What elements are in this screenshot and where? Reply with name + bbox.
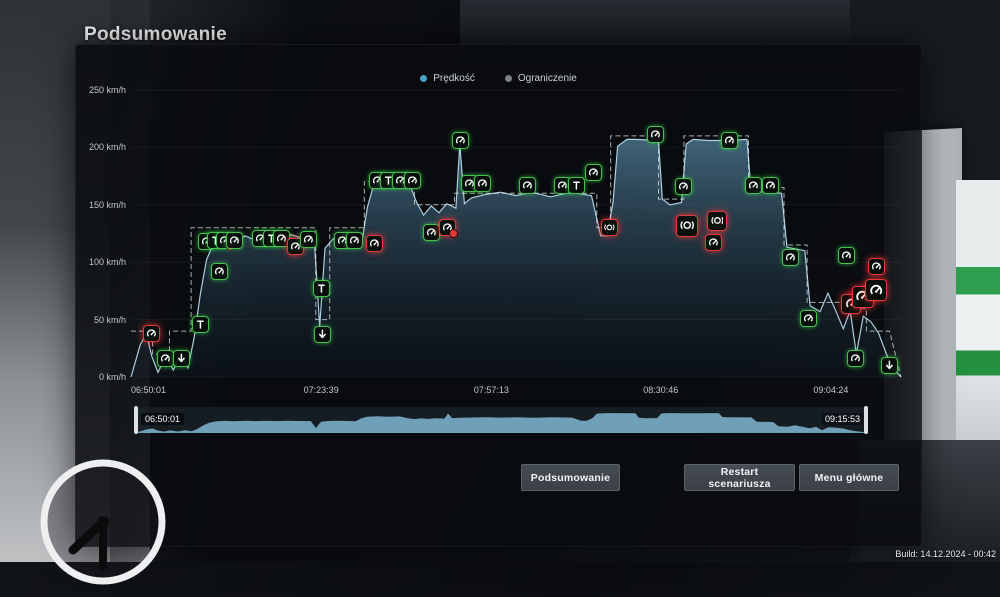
red-brake-marker-icon [601,219,619,237]
x-axis-label: 07:23:39 [303,385,339,395]
timeline-handle-left[interactable] [134,406,138,434]
green-gauge-marker-icon [473,174,491,192]
alert-badge-icon [449,229,458,239]
x-axis-label: 07:57:13 [473,385,509,395]
green-signal-marker-icon [312,280,330,298]
y-axis-label: 0 km/h [98,372,126,382]
green-arrow-marker-icon [314,326,332,343]
green-gauge-marker-icon [211,262,229,280]
legend-item-speed[interactable]: Prędkość [420,73,475,84]
clock-icon [33,452,173,592]
green-gauge-marker-icon [744,176,762,194]
green-gauge-marker-icon [422,223,440,241]
speed-legend-label: Prędkość [433,73,475,84]
green-gauge-marker-icon [761,176,779,194]
green-gauge-marker-icon [403,172,421,190]
restart-scenario-button[interactable]: Restart scenariusza [684,464,795,491]
green-gauge-marker-icon [157,350,175,368]
green-gauge-marker-icon [584,164,602,182]
green-gauge-marker-icon [720,132,738,149]
summary-panel: Prędkość Ograniczenie 250 km/h 200 km/h 15… [75,44,922,547]
build-version-label: Build: 14.12.2024 - 00:42 [895,549,996,559]
green-gauge-marker-icon [847,350,865,368]
red-gauge-marker-icon [439,219,458,239]
green-gauge-marker-icon [646,126,664,144]
green-gauge-marker-icon [675,177,693,195]
green-gauge-marker-icon [299,230,317,248]
speed-chart: 250 km/h 200 km/h 150 km/h 100 km/h 50 km/h 0… [76,45,921,405]
green-arrow-marker-icon [173,350,191,368]
y-axis-label: 250 km/h [88,85,126,95]
red-gauge-marker-icon [142,324,160,342]
red-brake-marker-icon [675,214,698,237]
red-gauge-marker-icon [705,234,723,252]
timeline-start-label: 06:50:01 [141,413,185,425]
green-arrow-marker-icon [881,357,898,374]
legend-item-limit[interactable]: Ograniczenie [504,73,577,84]
x-axis-label: 09:04:24 [813,385,849,395]
green-gauge-marker-icon [837,246,855,264]
page-title: Podsumowanie [84,24,227,45]
timeline-end-label: 09:15:53 [821,413,863,425]
red-brake-marker-icon [707,210,727,231]
green-signal-marker-icon [567,176,585,194]
main-menu-button[interactable]: Menu główne [799,464,899,491]
green-gauge-marker-icon [345,231,363,249]
green-gauge-marker-icon [225,231,243,249]
x-axis-label: 08:30:46 [643,385,679,395]
y-axis-label: 100 km/h [88,257,126,268]
green-gauge-marker-icon [782,249,800,267]
y-axis-label: 150 km/h [88,199,126,210]
green-signal-marker-icon [191,315,209,333]
chart-legend: Prędkość Ograniczenie [76,73,921,84]
green-gauge-marker-icon [452,132,470,149]
red-gauge-marker-icon [867,258,885,276]
y-axis-label: 200 km/h [88,142,126,153]
red-gauge-marker-icon [365,235,383,253]
speed-legend-dot [420,75,428,82]
summary-button[interactable]: Podsumowanie [521,464,620,491]
green-gauge-marker-icon [800,310,818,327]
x-axis-label: 06:50:01 [131,385,167,395]
timeline-scrubber[interactable]: 06:50:01 09:15:53 [134,406,868,434]
timeline-handle-right[interactable] [864,406,868,434]
limit-legend-label: Ograniczenie [517,73,577,84]
red-gauge-marker-icon [865,278,888,301]
green-gauge-marker-icon [519,176,537,194]
timeline-waveform [138,413,864,433]
limit-legend-dot [504,75,512,82]
y-axis-label: 50 km/h [93,314,126,325]
background-train-green [956,180,1000,490]
